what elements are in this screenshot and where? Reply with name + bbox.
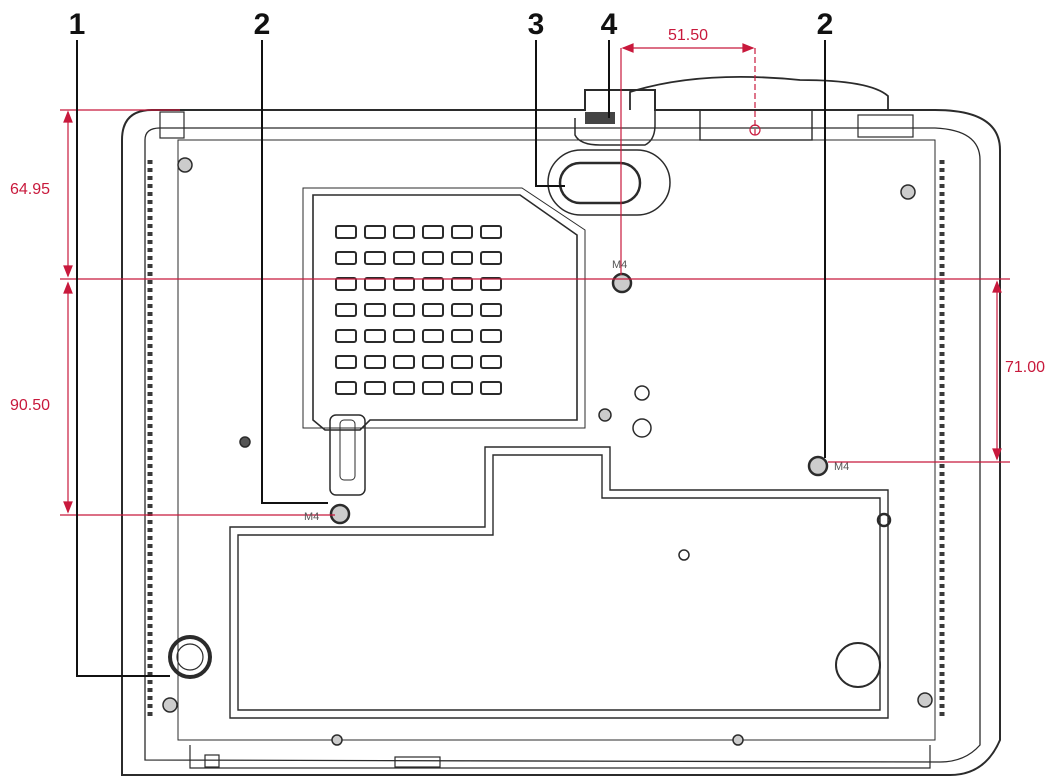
cover-panel [229, 446, 889, 719]
vent-slot [335, 251, 357, 265]
vent-slot [335, 355, 357, 369]
vent-slot [335, 303, 357, 317]
screw [900, 184, 916, 200]
vent-slot [364, 303, 386, 317]
vent-slot [364, 381, 386, 395]
vent-slot [393, 251, 415, 265]
vent-slot [393, 381, 415, 395]
projector-body [121, 75, 1001, 776]
callout-2-right: 2 [817, 8, 834, 41]
screw [162, 697, 178, 713]
vent-slot [422, 303, 444, 317]
mount-hole [807, 455, 829, 477]
vent-slot [480, 355, 502, 369]
callout-4: 4 [601, 8, 618, 41]
feet [168, 635, 881, 688]
vent-slot [335, 225, 357, 239]
mount-hole [611, 272, 633, 294]
vent-slot [451, 225, 473, 239]
vent-slot [480, 225, 502, 239]
callout-2-left: 2 [254, 8, 271, 41]
screw [917, 692, 933, 708]
vent-slot [480, 303, 502, 317]
mount-hole [329, 503, 351, 525]
vent-slot [364, 251, 386, 265]
vent-slot [364, 277, 386, 291]
dimension-right: 71.00 [1005, 359, 1045, 376]
dimension-top: 51.50 [668, 27, 708, 44]
vent-slot [451, 303, 473, 317]
screw [177, 157, 193, 173]
vent-slot [422, 225, 444, 239]
vent-slot [364, 355, 386, 369]
screw-label-m4: M4 [612, 259, 627, 271]
dimension-lines [60, 43, 1010, 516]
screw-label-m4: M4 [834, 461, 849, 473]
vent-slot [393, 355, 415, 369]
screw [732, 734, 744, 746]
callout-3: 3 [528, 8, 545, 41]
vent-slot [480, 251, 502, 265]
vent-slot [422, 355, 444, 369]
vent-slot [335, 277, 357, 291]
vent-slot [335, 381, 357, 395]
vent-slot [480, 329, 502, 343]
vent-slot [393, 277, 415, 291]
vent-slot [451, 251, 473, 265]
vent-grille [302, 187, 586, 496]
vent-slot [393, 329, 415, 343]
vent-slot [422, 277, 444, 291]
adjustable-foot-slot [547, 149, 671, 216]
vent-slot [480, 277, 502, 291]
vent-slot [364, 329, 386, 343]
adjustable-foot [168, 635, 212, 679]
screw-label-m4: M4 [304, 511, 319, 523]
vent-slot [480, 381, 502, 395]
screws [162, 157, 933, 746]
vent-slots [335, 225, 502, 395]
screw [331, 734, 343, 746]
vent-slot [364, 225, 386, 239]
vent-slot [451, 381, 473, 395]
callout-1: 1 [69, 8, 86, 41]
callout-leaders [76, 40, 826, 677]
rear-foot [835, 642, 881, 688]
vent-slot [422, 381, 444, 395]
vent-slot [451, 355, 473, 369]
vent-slot [393, 225, 415, 239]
dimension-left-bottom: 90.50 [10, 397, 50, 414]
screw [598, 408, 612, 422]
vent-slot [335, 329, 357, 343]
dimension-left-top: 64.95 [10, 181, 50, 198]
vent-slot [393, 303, 415, 317]
screw [239, 436, 251, 448]
vent-slot [451, 329, 473, 343]
vent-slot [422, 251, 444, 265]
vent-slot [451, 277, 473, 291]
vent-slot [422, 329, 444, 343]
